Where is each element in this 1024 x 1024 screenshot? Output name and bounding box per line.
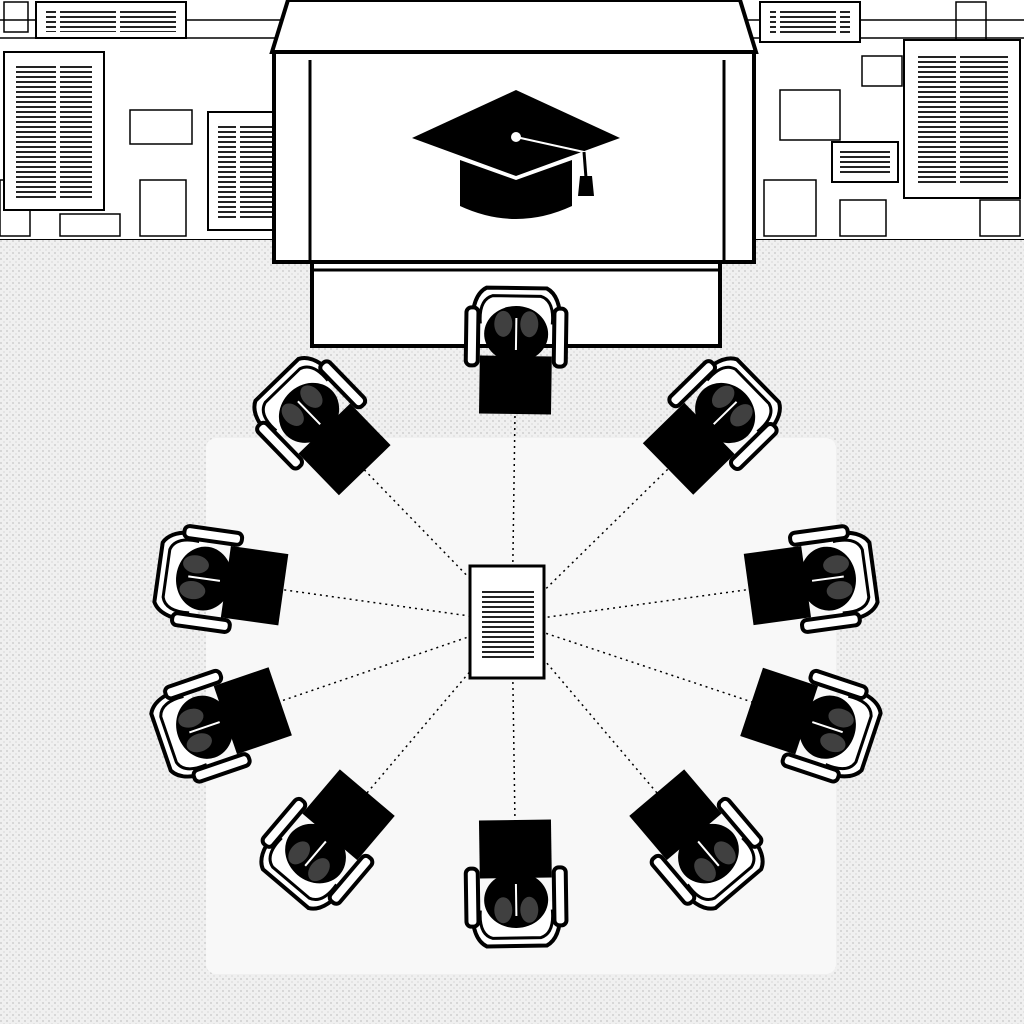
poster-top-right [759, 1, 861, 43]
poster-top-left [35, 1, 187, 39]
poster-right-2 [831, 141, 899, 183]
connector-line [267, 586, 513, 623]
connector-line [511, 586, 764, 623]
connector-line [350, 455, 513, 623]
poster-left-1 [3, 51, 105, 211]
poster-right-1 [903, 39, 1021, 199]
graduation-cap-icon [412, 90, 620, 219]
document-icon [468, 564, 546, 680]
connector-line [511, 621, 764, 707]
connector-line [511, 621, 669, 807]
connector-line [355, 621, 513, 807]
